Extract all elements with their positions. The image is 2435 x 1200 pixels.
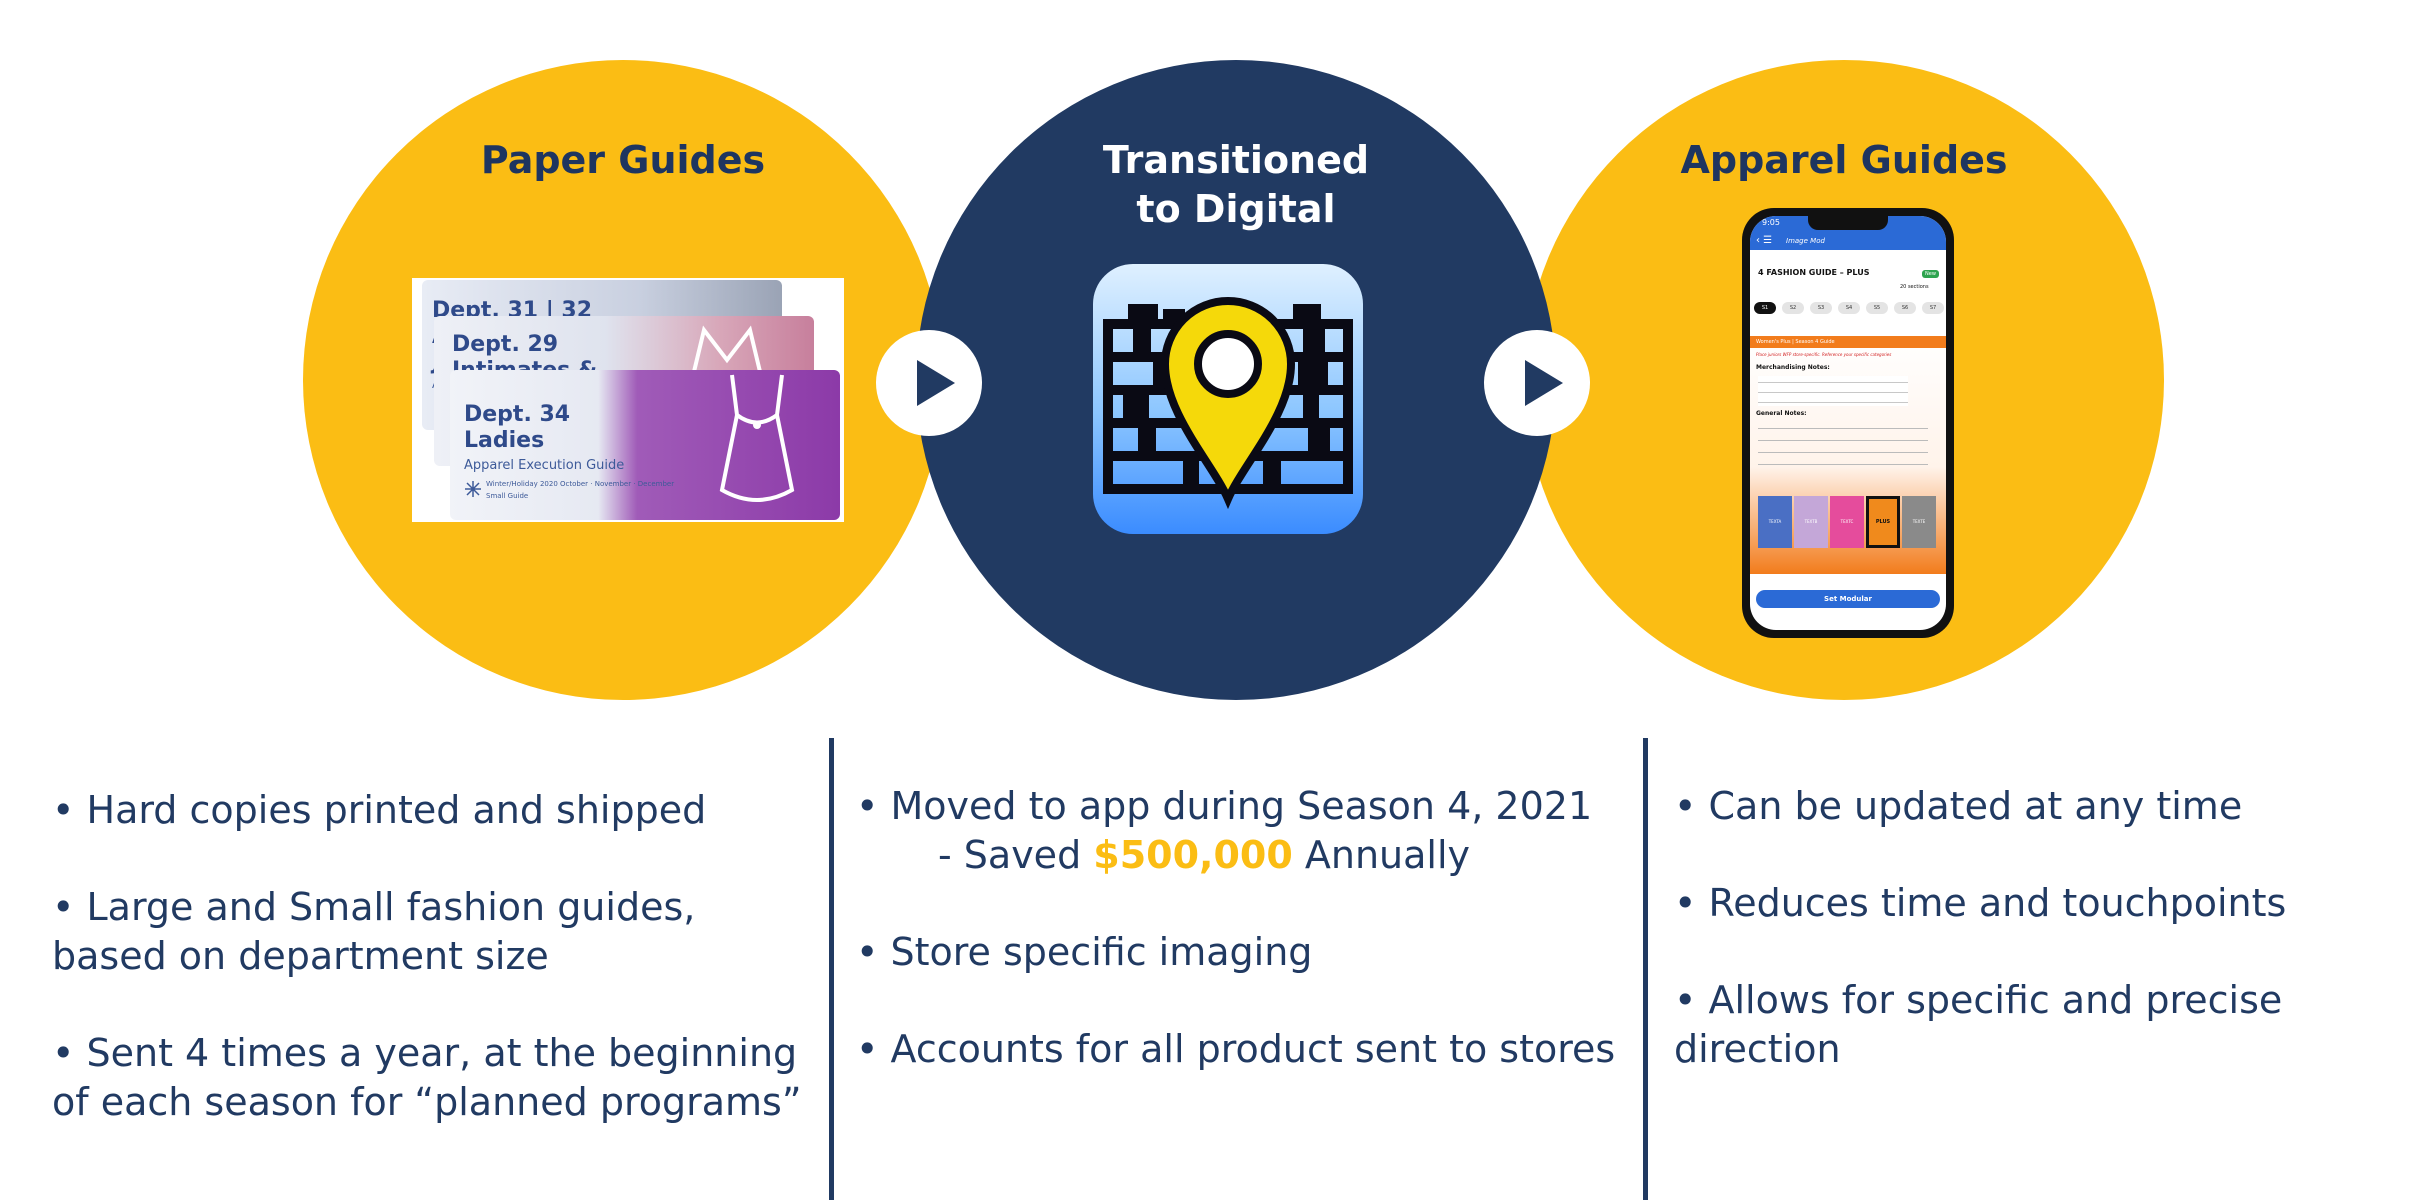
- bra-icon: [690, 325, 764, 381]
- phone-back-icon[interactable]: ‹ ☰: [1756, 235, 1773, 246]
- bullet-item: • Allows for specific and precise direct…: [1674, 978, 2283, 1071]
- phone-tab[interactable]: S6: [1894, 302, 1916, 314]
- guide-card-dept-34-subtitle: Apparel Execution Guide: [464, 458, 625, 473]
- phone-tab[interactable]: S3: [1810, 302, 1832, 314]
- guide-card-dept-34: [450, 370, 840, 520]
- bullets-col-apparel: • Can be updated at any time • Reduces t…: [1674, 782, 2434, 1122]
- phone-tab[interactable]: S2: [1782, 302, 1804, 314]
- app-icon: [1093, 264, 1363, 534]
- guide-card-dept-34-size: Small Guide: [486, 492, 529, 500]
- phone-tabs: S1 S2 S3 S4 S5 S6 S7: [1754, 302, 1946, 316]
- play-arrow-icon: [917, 360, 955, 406]
- phone-tab[interactable]: S5: [1866, 302, 1888, 314]
- guide-card-dept-34-label: Dept. 34: [464, 402, 571, 427]
- bullets-col-paper: • Hard copies printed and shipped • Larg…: [52, 786, 812, 1175]
- phone-set-modular-button[interactable]: Set Modular: [1756, 590, 1940, 608]
- guide-card-dept-29-label: Dept. 29: [452, 332, 559, 357]
- phone-sections-count: 20 sections: [1900, 284, 1929, 290]
- phone-tab[interactable]: S1: [1754, 302, 1776, 314]
- phone-time: 9:05: [1762, 218, 1780, 227]
- phone-heading-general: General Notes:: [1756, 410, 1807, 417]
- bullet-item: • Moved to app during Season 4, 2021: [856, 782, 1626, 831]
- savings-highlight: $500,000: [1093, 833, 1293, 877]
- phone-guide-title: 4 FASHION GUIDE – PLUS: [1758, 268, 1870, 277]
- phone-heading-merch: Merchandising Notes:: [1756, 364, 1830, 371]
- phone-notch: [1808, 216, 1888, 230]
- swatch: TEXTE: [1902, 496, 1936, 548]
- phone-app-name: Image Mod: [1786, 237, 1825, 245]
- play-arrow-icon: [1525, 360, 1563, 406]
- bullet-item: • Store specific imaging: [856, 930, 1313, 974]
- bullet-item: • Hard copies printed and shipped: [52, 788, 707, 832]
- guide-card-dept-34-season: Winter/Holiday 2020 October · November ·…: [486, 480, 675, 488]
- guide-card-dept-34-name: Ladies: [464, 428, 545, 453]
- camisole-icon: [719, 374, 795, 502]
- sub-item-suffix: Annually: [1292, 833, 1471, 877]
- bullet-item: • Large and Small fashion guides, based …: [52, 885, 696, 978]
- column-divider-1: [829, 738, 834, 1200]
- phone-tab[interactable]: S7: [1922, 302, 1944, 314]
- bullet-item: • Accounts for all product sent to store…: [856, 1027, 1616, 1071]
- phone-red-note: Place juniors WFP store-specific. Refere…: [1756, 352, 1892, 357]
- phone-text-lines: [1758, 376, 1908, 406]
- snowflake-icon: [465, 481, 481, 497]
- phone-mockup: 9:05 ‹ ☰ Image Mod 4 FASHION GUIDE – PLU…: [1742, 208, 1954, 638]
- paper-guides-title: Paper Guides: [480, 138, 766, 182]
- bullets-col-digital: • Moved to app during Season 4, 2021 - S…: [856, 782, 1626, 1122]
- digital-title-line-2: to Digital: [1136, 187, 1336, 231]
- paper-guides-photo: Dept. 31 | 32 A J A Dept. 29 Intimates &…: [412, 278, 844, 522]
- bullet-item: • Sent 4 times a year, at the beginning …: [52, 1031, 802, 1124]
- phone-screen: 9:05 ‹ ☰ Image Mod 4 FASHION GUIDE – PLU…: [1750, 216, 1946, 630]
- swatch: PLUS: [1866, 496, 1900, 548]
- swatch: TEXTC: [1830, 496, 1864, 548]
- bullet-item: • Can be updated at any time: [1674, 784, 2243, 828]
- arrow-button-1: [876, 330, 982, 436]
- arrow-button-2: [1484, 330, 1590, 436]
- phone-tab[interactable]: S4: [1838, 302, 1860, 314]
- column-divider-2: [1643, 738, 1648, 1200]
- phone-text-lines-2: [1758, 422, 1928, 472]
- map-pin-icon: [1160, 297, 1296, 510]
- swatch: TEXTA: [1758, 496, 1792, 548]
- bullet-item-text: • Moved to app during Season 4, 2021: [856, 784, 1593, 828]
- sub-item-prefix: - Saved: [938, 833, 1094, 877]
- bullet-sub-item: - Saved $500,000 Annually: [856, 831, 1626, 880]
- bullet-item: • Reduces time and touchpoints: [1674, 881, 2287, 925]
- apparel-guides-title: Apparel Guides: [1680, 138, 2008, 182]
- digital-title-line-1: Transitioned: [1102, 138, 1370, 182]
- phone-new-badge: New: [1922, 270, 1939, 278]
- swatch: TEXTB: [1794, 496, 1828, 548]
- phone-section-banner: Women's Plus | Season 4 Guide: [1750, 336, 1946, 348]
- phone-swatches: TEXTA TEXTB TEXTC PLUS TEXTE: [1758, 496, 1938, 548]
